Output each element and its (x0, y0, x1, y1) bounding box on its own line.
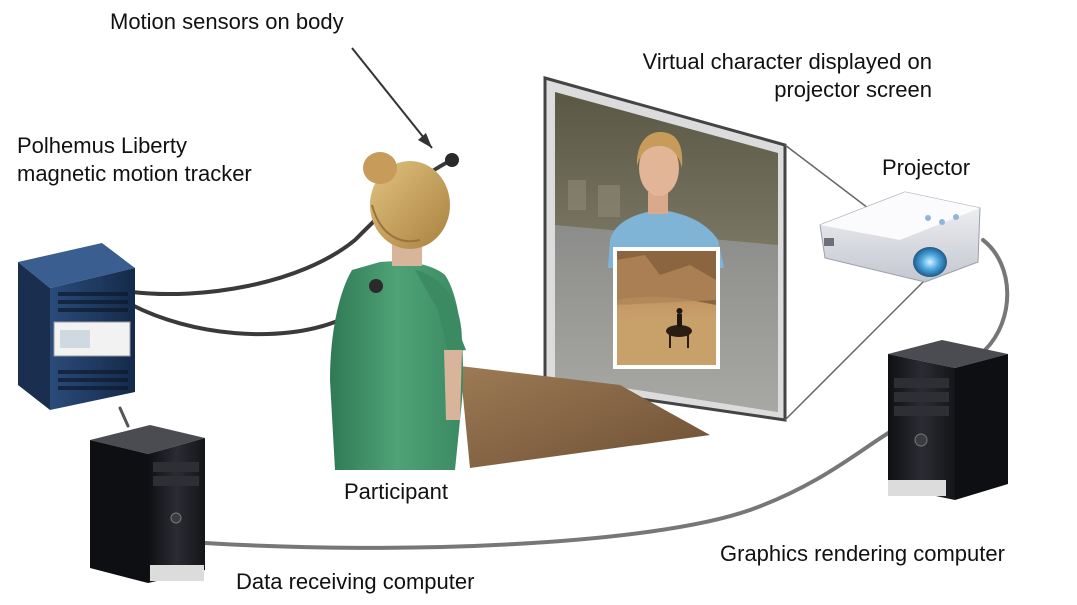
head-sensor (445, 153, 459, 167)
projector-lens (913, 247, 947, 277)
projector (819, 191, 981, 283)
cable-tracker-to-data-computer (118, 406, 130, 428)
label-polhemus-line1: Polhemus Liberty (17, 133, 187, 158)
table (460, 366, 710, 468)
sensor-pointer-arrow (351, 47, 433, 149)
cable-graphics-computer-to-projector (981, 238, 1010, 352)
label-polhemus-line2: magnetic motion tracker (17, 161, 252, 186)
label-projector: Projector (882, 155, 971, 180)
label-virtual-character: Virtual character displayed on projector… (560, 48, 932, 104)
cable-data-to-graphics-computer (203, 430, 892, 550)
label-participant: Participant (344, 479, 448, 504)
label-motion-sensors: Motion sensors on body (110, 9, 344, 34)
label-polhemus: Polhemus Liberty magnetic motion tracker (17, 132, 252, 188)
projector-screen (543, 76, 787, 422)
label-virtual-character-line2: projector screen (774, 77, 932, 102)
tracker-front-panel (53, 321, 131, 357)
participant-figure (330, 152, 466, 470)
polhemus-tracker (18, 243, 135, 410)
graphics-rendering-computer (888, 340, 1008, 500)
shoulder-sensor (369, 279, 383, 293)
data-receiving-computer (90, 425, 205, 583)
label-virtual-character-line1: Virtual character displayed on (642, 49, 932, 74)
screen-photo-horse-rider (613, 247, 720, 369)
label-graphics-rendering-computer: Graphics rendering computer (720, 541, 1005, 566)
label-data-receiving-computer: Data receiving computer (236, 569, 475, 594)
